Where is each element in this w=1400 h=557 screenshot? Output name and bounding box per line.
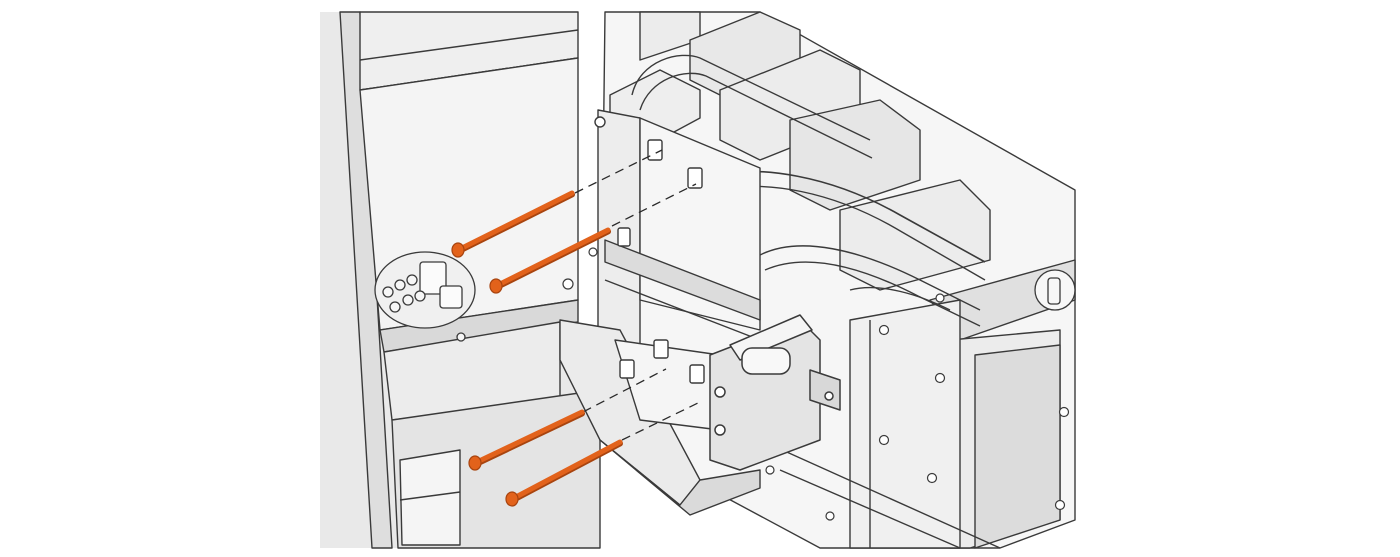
right-assembly-screw-holes <box>765 293 1070 521</box>
right-panel-connector <box>1034 269 1076 311</box>
bolt-head <box>489 278 503 294</box>
bolt-shaft <box>511 439 623 501</box>
left-panel-screw-holes <box>562 247 598 290</box>
left-chassis-panel <box>320 11 601 549</box>
bolt-head <box>505 491 519 507</box>
bolt-group <box>451 190 623 507</box>
bolt-4 <box>505 439 623 507</box>
bolt-3 <box>468 409 585 471</box>
guide-line-2 <box>611 183 697 227</box>
bolt-1 <box>451 190 575 258</box>
left-panel-connector <box>374 251 476 342</box>
bolt-shaft <box>474 409 585 465</box>
middle-bracket <box>594 109 761 401</box>
lower-latch-bracket <box>559 319 761 516</box>
bolt-shaft <box>495 227 611 288</box>
bolt-head <box>451 242 465 258</box>
guide-line-3 <box>582 368 667 413</box>
bolt-2 <box>489 227 611 294</box>
guide-line-1 <box>574 149 663 194</box>
bolt-shaft <box>457 190 575 252</box>
latch-block <box>709 314 841 471</box>
alignment-guide-lines <box>574 149 701 441</box>
bolt-head <box>468 455 482 471</box>
